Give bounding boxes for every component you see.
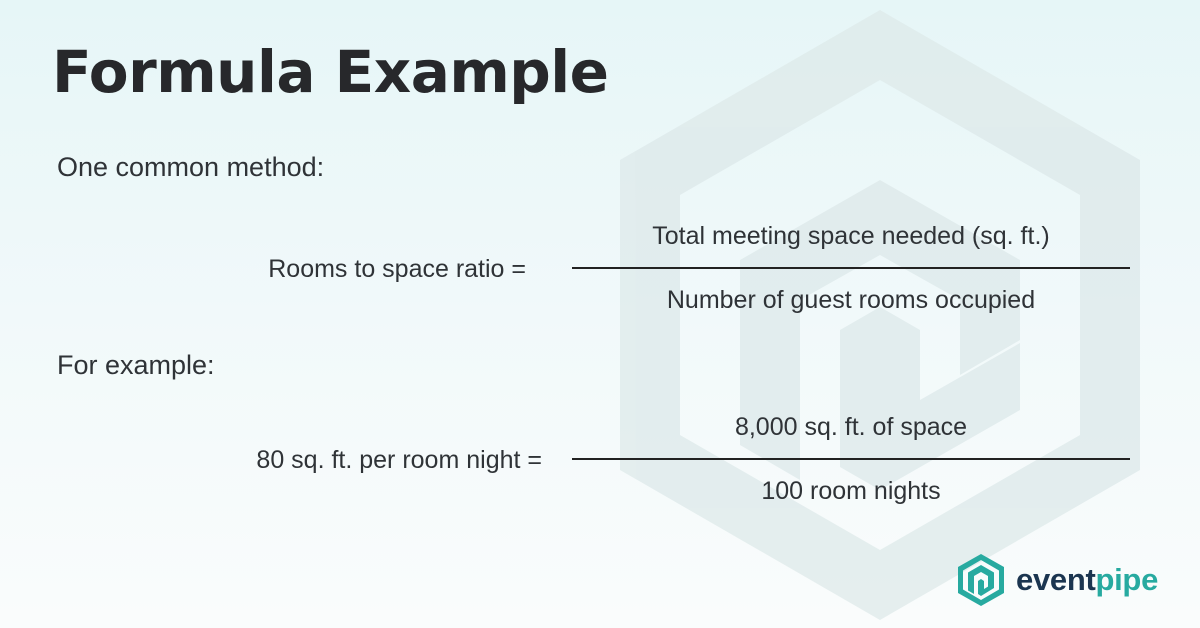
formula-numerator: Total meeting space needed (sq. ft.) [652,222,1050,250]
brand-name: eventpipe [1016,562,1159,597]
formula-left-side: Rooms to space ratio = [268,255,526,283]
intro-label: One common method: [57,152,325,182]
example-denominator: 100 room nights [761,477,941,505]
example-fraction: 8,000 sq. ft. of space 100 room nights [572,410,1130,508]
example-left-side: 80 sq. ft. per room night = [256,446,542,474]
example-label: For example: [57,350,215,380]
brand-logo: eventpipe [958,554,1158,606]
page-title: Formula Example [52,38,609,106]
eventpipe-watermark-icon [620,10,1140,620]
fraction-bar [572,267,1130,269]
formula-denominator: Number of guest rooms occupied [666,286,1036,314]
eventpipe-hexagon-logo-icon [958,554,1004,606]
example-numerator: 8,000 sq. ft. of space [734,413,968,441]
formula-fraction: Total meeting space needed (sq. ft.) Num… [572,219,1130,317]
fraction-bar [572,458,1130,460]
